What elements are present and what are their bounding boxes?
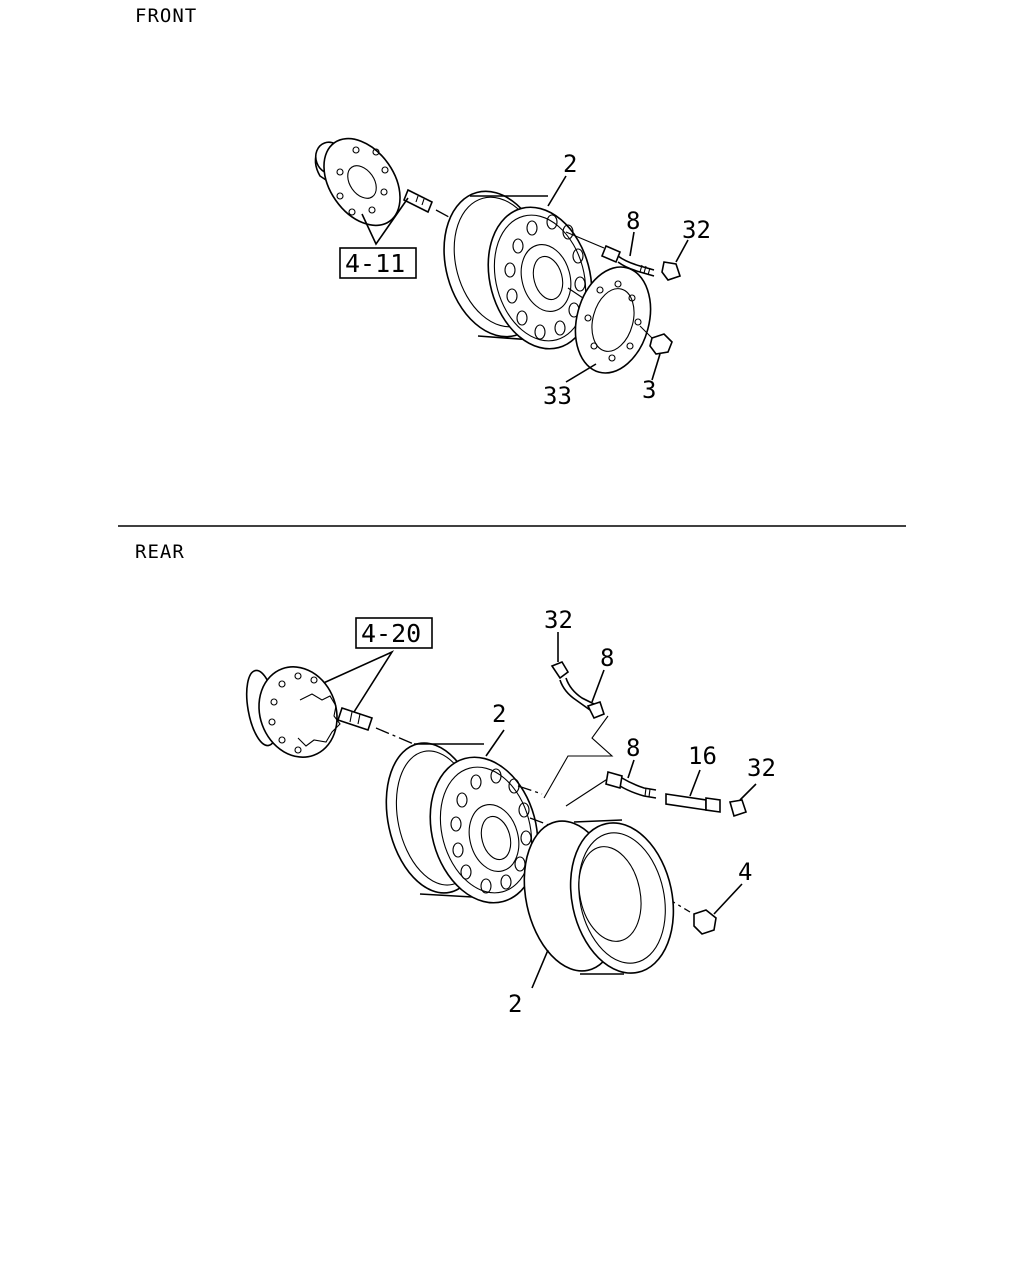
front-hub: [314, 137, 401, 227]
rear-valve-extension: 8: [605, 734, 657, 799]
rear-section-title: REAR: [135, 541, 185, 563]
front-disc-plate: 33: [543, 266, 652, 410]
front-section-title: FRONT: [135, 5, 197, 27]
rear-section: REAR 4-20: [135, 541, 776, 1018]
front-ref-4-11: 4-11: [339, 197, 417, 279]
rear-valve-stem-callout: 16: [688, 742, 717, 770]
rear-valve-cap: 32: [728, 754, 776, 818]
rear-outer-rim-callout: 2: [508, 990, 522, 1018]
rear-ref-box: [355, 617, 433, 649]
rear-outer-wheel-rim: 2: [508, 819, 675, 1018]
front-nut-callout: 3: [642, 376, 656, 404]
rear-top-valve-cap-callout: 32: [544, 606, 573, 634]
rear-valve-extension-callout: 8: [626, 734, 640, 762]
rear-wheel-nut: 4: [693, 858, 752, 935]
front-wheel-rim: [443, 190, 593, 350]
rear-top-valve-extension: 8: [559, 644, 614, 720]
rear-top-valve-cap: 32: [544, 606, 573, 680]
front-ref-label: 4-11: [345, 249, 405, 278]
rear-top-valve-extension-callout: 8: [600, 644, 614, 672]
front-wheel-nut: 3: [639, 325, 673, 404]
front-valve-cap-callout: 32: [682, 216, 711, 244]
rear-inner-wheel-rim: 2: [385, 700, 539, 904]
front-valve-extension-callout: 8: [626, 207, 640, 235]
rear-valve-stem: 16: [665, 742, 721, 813]
front-rim-callout: 2: [563, 150, 577, 178]
front-rim-leader: [547, 175, 567, 207]
rear-ref-4-20: 4-20: [307, 617, 433, 713]
rear-nut-callout: 4: [738, 858, 752, 886]
front-section: FRONT 4-11: [135, 5, 711, 410]
front-ref-box: [339, 247, 417, 279]
front-valve-extension: 8: [600, 207, 655, 277]
rear-ref-label: 4-20: [361, 619, 421, 648]
front-hub-bolt: [402, 188, 463, 225]
front-disc-plate-callout: 33: [543, 382, 572, 410]
rear-valve-cap-callout: 32: [747, 754, 776, 782]
front-valve-cap: 32: [661, 216, 711, 281]
rear-inner-rim-callout: 2: [492, 700, 506, 728]
rear-hub: [245, 666, 341, 758]
